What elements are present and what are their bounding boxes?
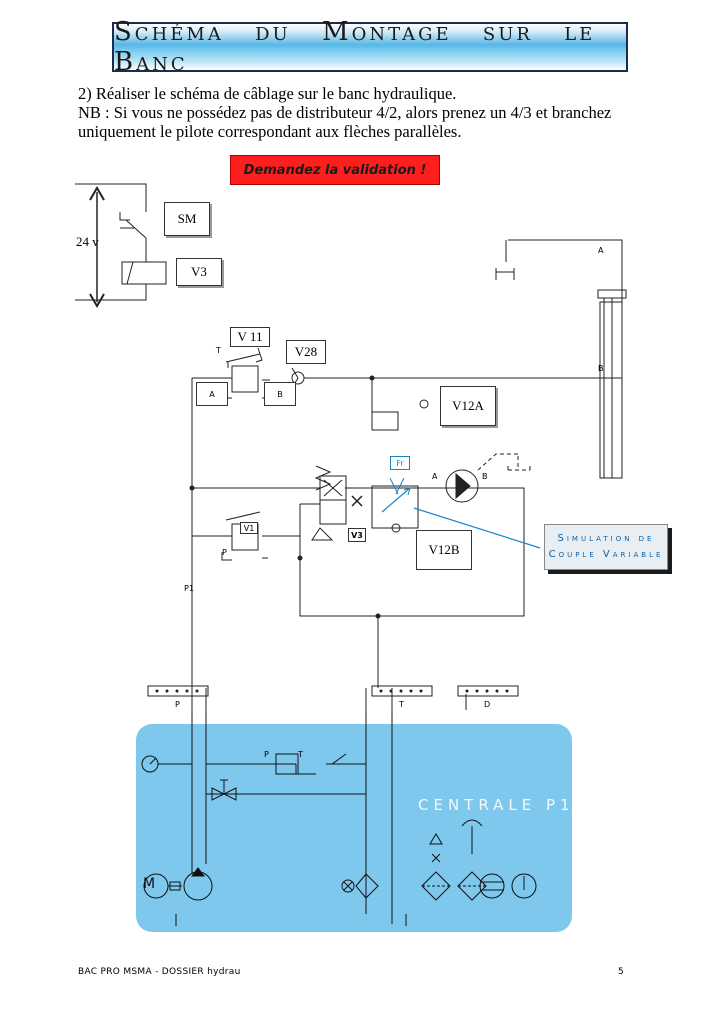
centrale-thermometer-symbol (461, 819, 483, 854)
relief-valve-v11-symbol (231, 365, 259, 393)
cylinder-port-b: B (598, 364, 604, 373)
v1-label-box: V1 (240, 522, 258, 534)
hydraulic-motor-symbol (445, 469, 479, 503)
centrale-port-p: P (264, 750, 269, 759)
centrale-cooler (421, 871, 451, 901)
flow-control-v12b (371, 485, 419, 529)
connector-strip-d (457, 685, 519, 697)
connector-t-label: T (399, 700, 404, 709)
connector-strip-p (147, 685, 209, 697)
instruction-line-3: uniquement le pilote correspondant aux f… (78, 122, 462, 141)
centrale-isolation-valve (211, 787, 237, 801)
simulation-line-1: Simulation de (557, 533, 655, 544)
port-b-label: B (277, 389, 283, 399)
centrale-heat-exchanger (429, 833, 443, 863)
v3-valve-label: V3 (351, 530, 363, 540)
cylinder-body (508, 239, 623, 479)
simulation-pointer-line (413, 507, 541, 549)
page-number: 5 (618, 967, 624, 977)
centrale-relief-valve (275, 753, 299, 775)
simulation-callout: Simulation de Couple Variable (544, 524, 668, 570)
port-a-label: A (209, 389, 215, 399)
footer-left-text: BAC PRO MSMA - DOSSIER hydrau (78, 967, 241, 977)
instruction-line-2: NB : Si vous ne possédez pas de distribu… (78, 103, 612, 122)
check-valve-v28-symbol (291, 371, 305, 385)
fr-label-box: Fr (390, 456, 410, 470)
centrale-stop-symbol (341, 879, 355, 893)
connector-d-label: D (484, 700, 491, 709)
centrale-port-t: T (298, 750, 303, 759)
simulation-line-2: Couple Variable (548, 549, 664, 560)
v12a-label-box: V12A (440, 386, 496, 426)
centrale-schematic (141, 714, 537, 926)
instruction-line-1: 2) Réaliser le schéma de câblage sur le … (78, 84, 457, 103)
v12a-label: V12A (452, 398, 484, 413)
page-title: Schéma du Montage sur le Banc (114, 17, 596, 77)
motor-port-a: A (432, 472, 438, 481)
centrale-temperature-gauge (511, 873, 537, 899)
validation-banner: Demandez la validation ! (230, 155, 440, 185)
connector-p-label: P (175, 700, 180, 709)
coil-v3-symbol (121, 261, 167, 285)
centrale-heater (457, 871, 487, 901)
centrale-filter (355, 873, 379, 899)
centrale-motor-label: M (143, 876, 156, 892)
electric-wiring (75, 183, 147, 301)
coil-v3-label-box: V3 (176, 258, 222, 286)
coil-v3-label: V3 (191, 264, 207, 279)
v3-valve-label-box: V3 (348, 528, 366, 542)
v28-label: V28 (294, 344, 318, 359)
validation-label: Demandez la validation ! (243, 162, 427, 178)
port-b-box: B (264, 382, 296, 406)
switch-sm-label-box: SM (164, 202, 210, 236)
pressure-line-p1: P1 (184, 584, 194, 593)
fr-label: Fr (396, 458, 404, 468)
v12b-label: V12B (428, 542, 460, 557)
voltage-label: 24 v (76, 234, 99, 249)
v11-label-box: V 11 (230, 327, 270, 347)
centrale-level-indicator (479, 873, 505, 899)
port-a-box: A (196, 382, 228, 406)
v12b-label-box: V12B (416, 530, 472, 570)
cylinder-port-a: A (598, 246, 604, 255)
v11-label: V 11 (237, 329, 263, 344)
v1-port-p: P (222, 548, 227, 557)
motor-port-b: B (482, 472, 488, 481)
title-banner: Schéma du Montage sur le Banc (112, 17, 628, 77)
switch-sm-label: SM (177, 211, 197, 226)
v28-label-box: V28 (286, 340, 326, 364)
v11-port-t: T (216, 346, 221, 355)
centrale-p1-panel (136, 724, 572, 932)
instructions: 2) Réaliser le schéma de câblage sur le … (78, 84, 611, 141)
v1-label: V1 (243, 523, 255, 533)
centrale-title: CENTRALE P1 (418, 796, 575, 814)
connector-strip-t (371, 685, 433, 697)
